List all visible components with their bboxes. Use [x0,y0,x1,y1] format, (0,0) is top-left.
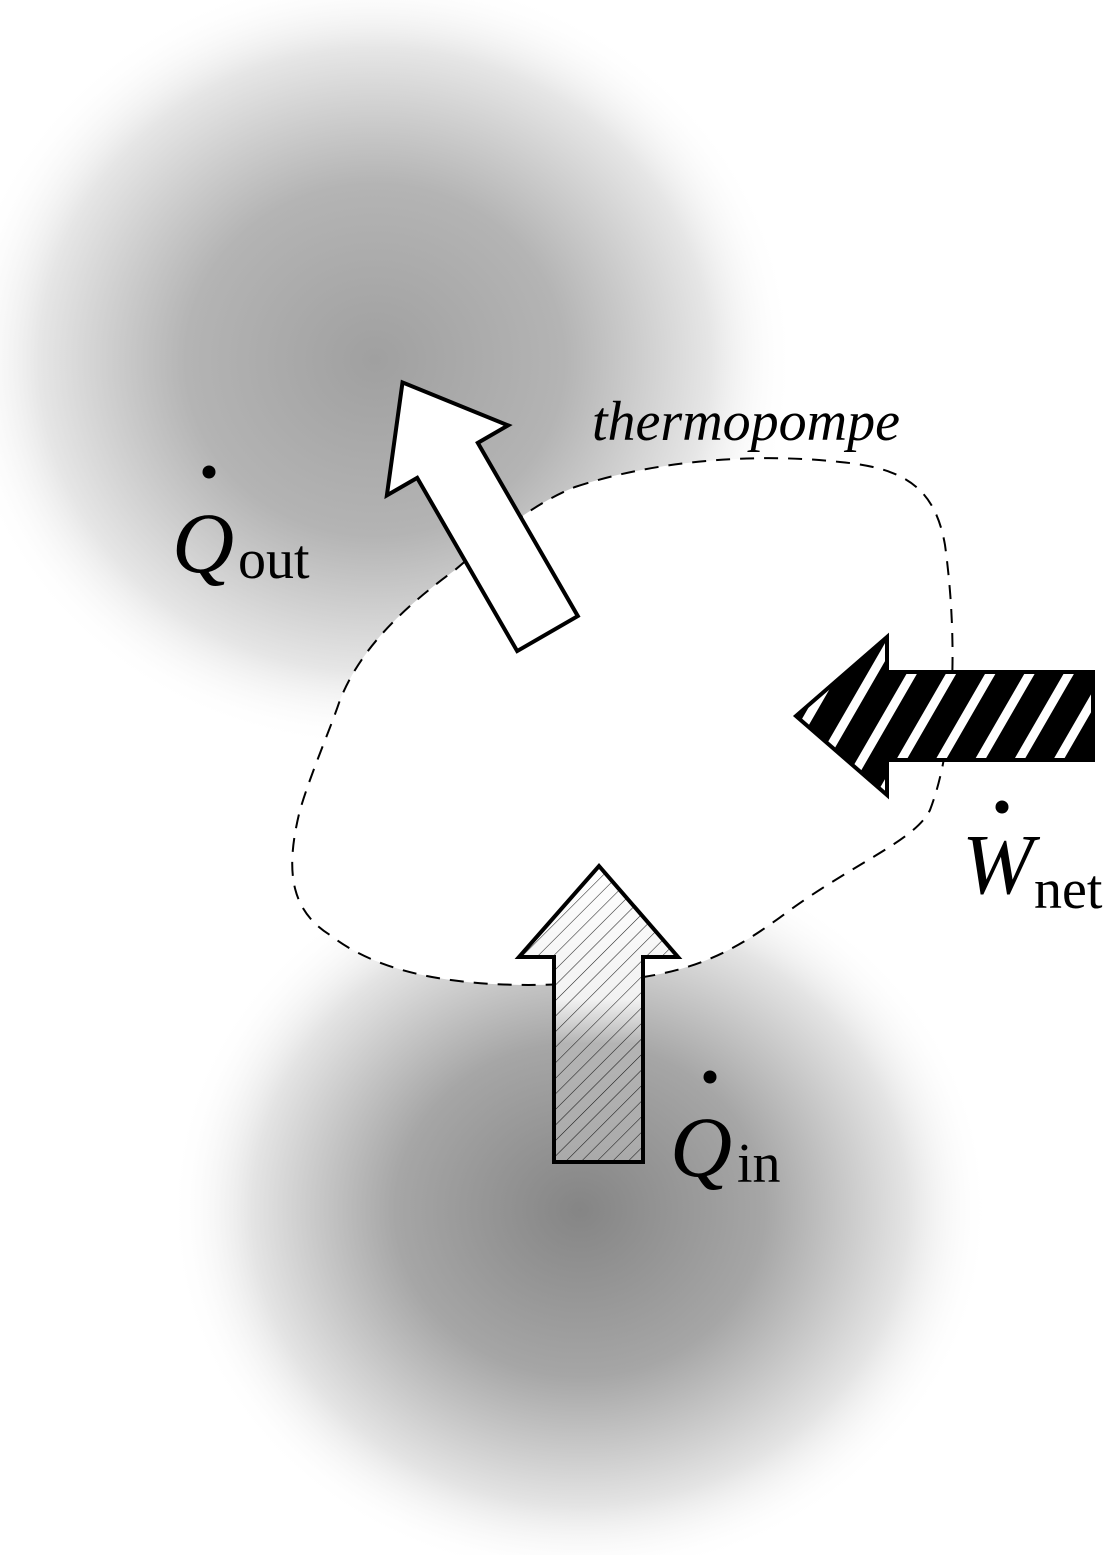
work-net-label: W net [962,800,1103,921]
svg-text:in: in [737,1133,781,1195]
work-net-arrow [792,632,1095,800]
cold-reservoir [170,840,990,1560]
system-boundary [291,457,954,986]
system-label: thermopompe [592,391,900,453]
svg-text:net: net [1034,859,1103,921]
svg-text:Q: Q [172,495,234,591]
heat-out-arrow [384,379,581,654]
svg-text:out: out [238,529,310,591]
dot-accent [995,800,1009,814]
heat-out-label: Q out [172,465,310,591]
heat-in-label: Q in [670,1070,781,1195]
dot-accent [703,1070,717,1084]
svg-text:W: W [962,816,1041,912]
heat-in-arrow [514,862,683,1164]
svg-text:Q: Q [670,1099,732,1195]
dot-accent [202,465,216,479]
